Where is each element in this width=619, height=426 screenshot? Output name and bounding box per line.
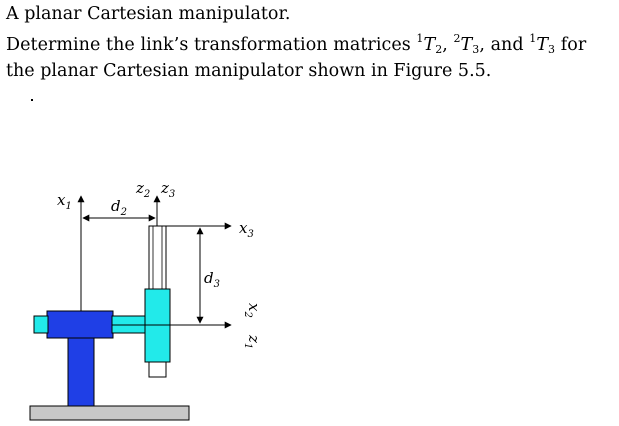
question-text-prefix: Determine the link’s transformation matr… bbox=[6, 35, 417, 55]
label-x2: x2 bbox=[242, 303, 263, 318]
label-z2: z2 bbox=[135, 179, 150, 200]
label-d2: d2 bbox=[111, 197, 127, 218]
separator-1: , bbox=[442, 35, 454, 55]
matrix-1-symbol: T bbox=[423, 35, 436, 55]
link3-bottom-stub bbox=[148, 361, 167, 378]
matrix-3-symbol: T bbox=[536, 35, 549, 55]
matrix-3-pre: 1 bbox=[529, 32, 537, 45]
link3-rod bbox=[148, 225, 167, 290]
link1-column bbox=[67, 333, 95, 407]
separator-2: , and bbox=[479, 35, 530, 55]
label-x3: x3 bbox=[239, 219, 254, 240]
matrix-1-sub: 2 bbox=[435, 43, 443, 56]
matrix-2-pre: 2 bbox=[453, 32, 461, 45]
link1-crossbar bbox=[46, 310, 114, 339]
question-line-1: Determine the link’s transformation matr… bbox=[6, 32, 587, 56]
stray-dot bbox=[31, 99, 33, 101]
label-z3: z3 bbox=[160, 179, 175, 200]
link1-left-nub bbox=[33, 315, 49, 334]
label-x1: x1 bbox=[57, 191, 72, 212]
base-plate bbox=[29, 405, 190, 421]
question-line-2: the planar Cartesian manipulator shown i… bbox=[6, 61, 492, 81]
matrix-3-sub: 3 bbox=[548, 43, 556, 56]
problem-title: A planar Cartesian manipulator. bbox=[6, 4, 291, 24]
matrix-1-pre: 1 bbox=[416, 32, 424, 45]
label-d3: d3 bbox=[204, 269, 220, 290]
question-text-suffix: for bbox=[555, 35, 587, 55]
matrix-2-sub: 3 bbox=[472, 43, 480, 56]
matrix-2-symbol: T bbox=[460, 35, 473, 55]
label-z1: z1 bbox=[242, 334, 263, 349]
